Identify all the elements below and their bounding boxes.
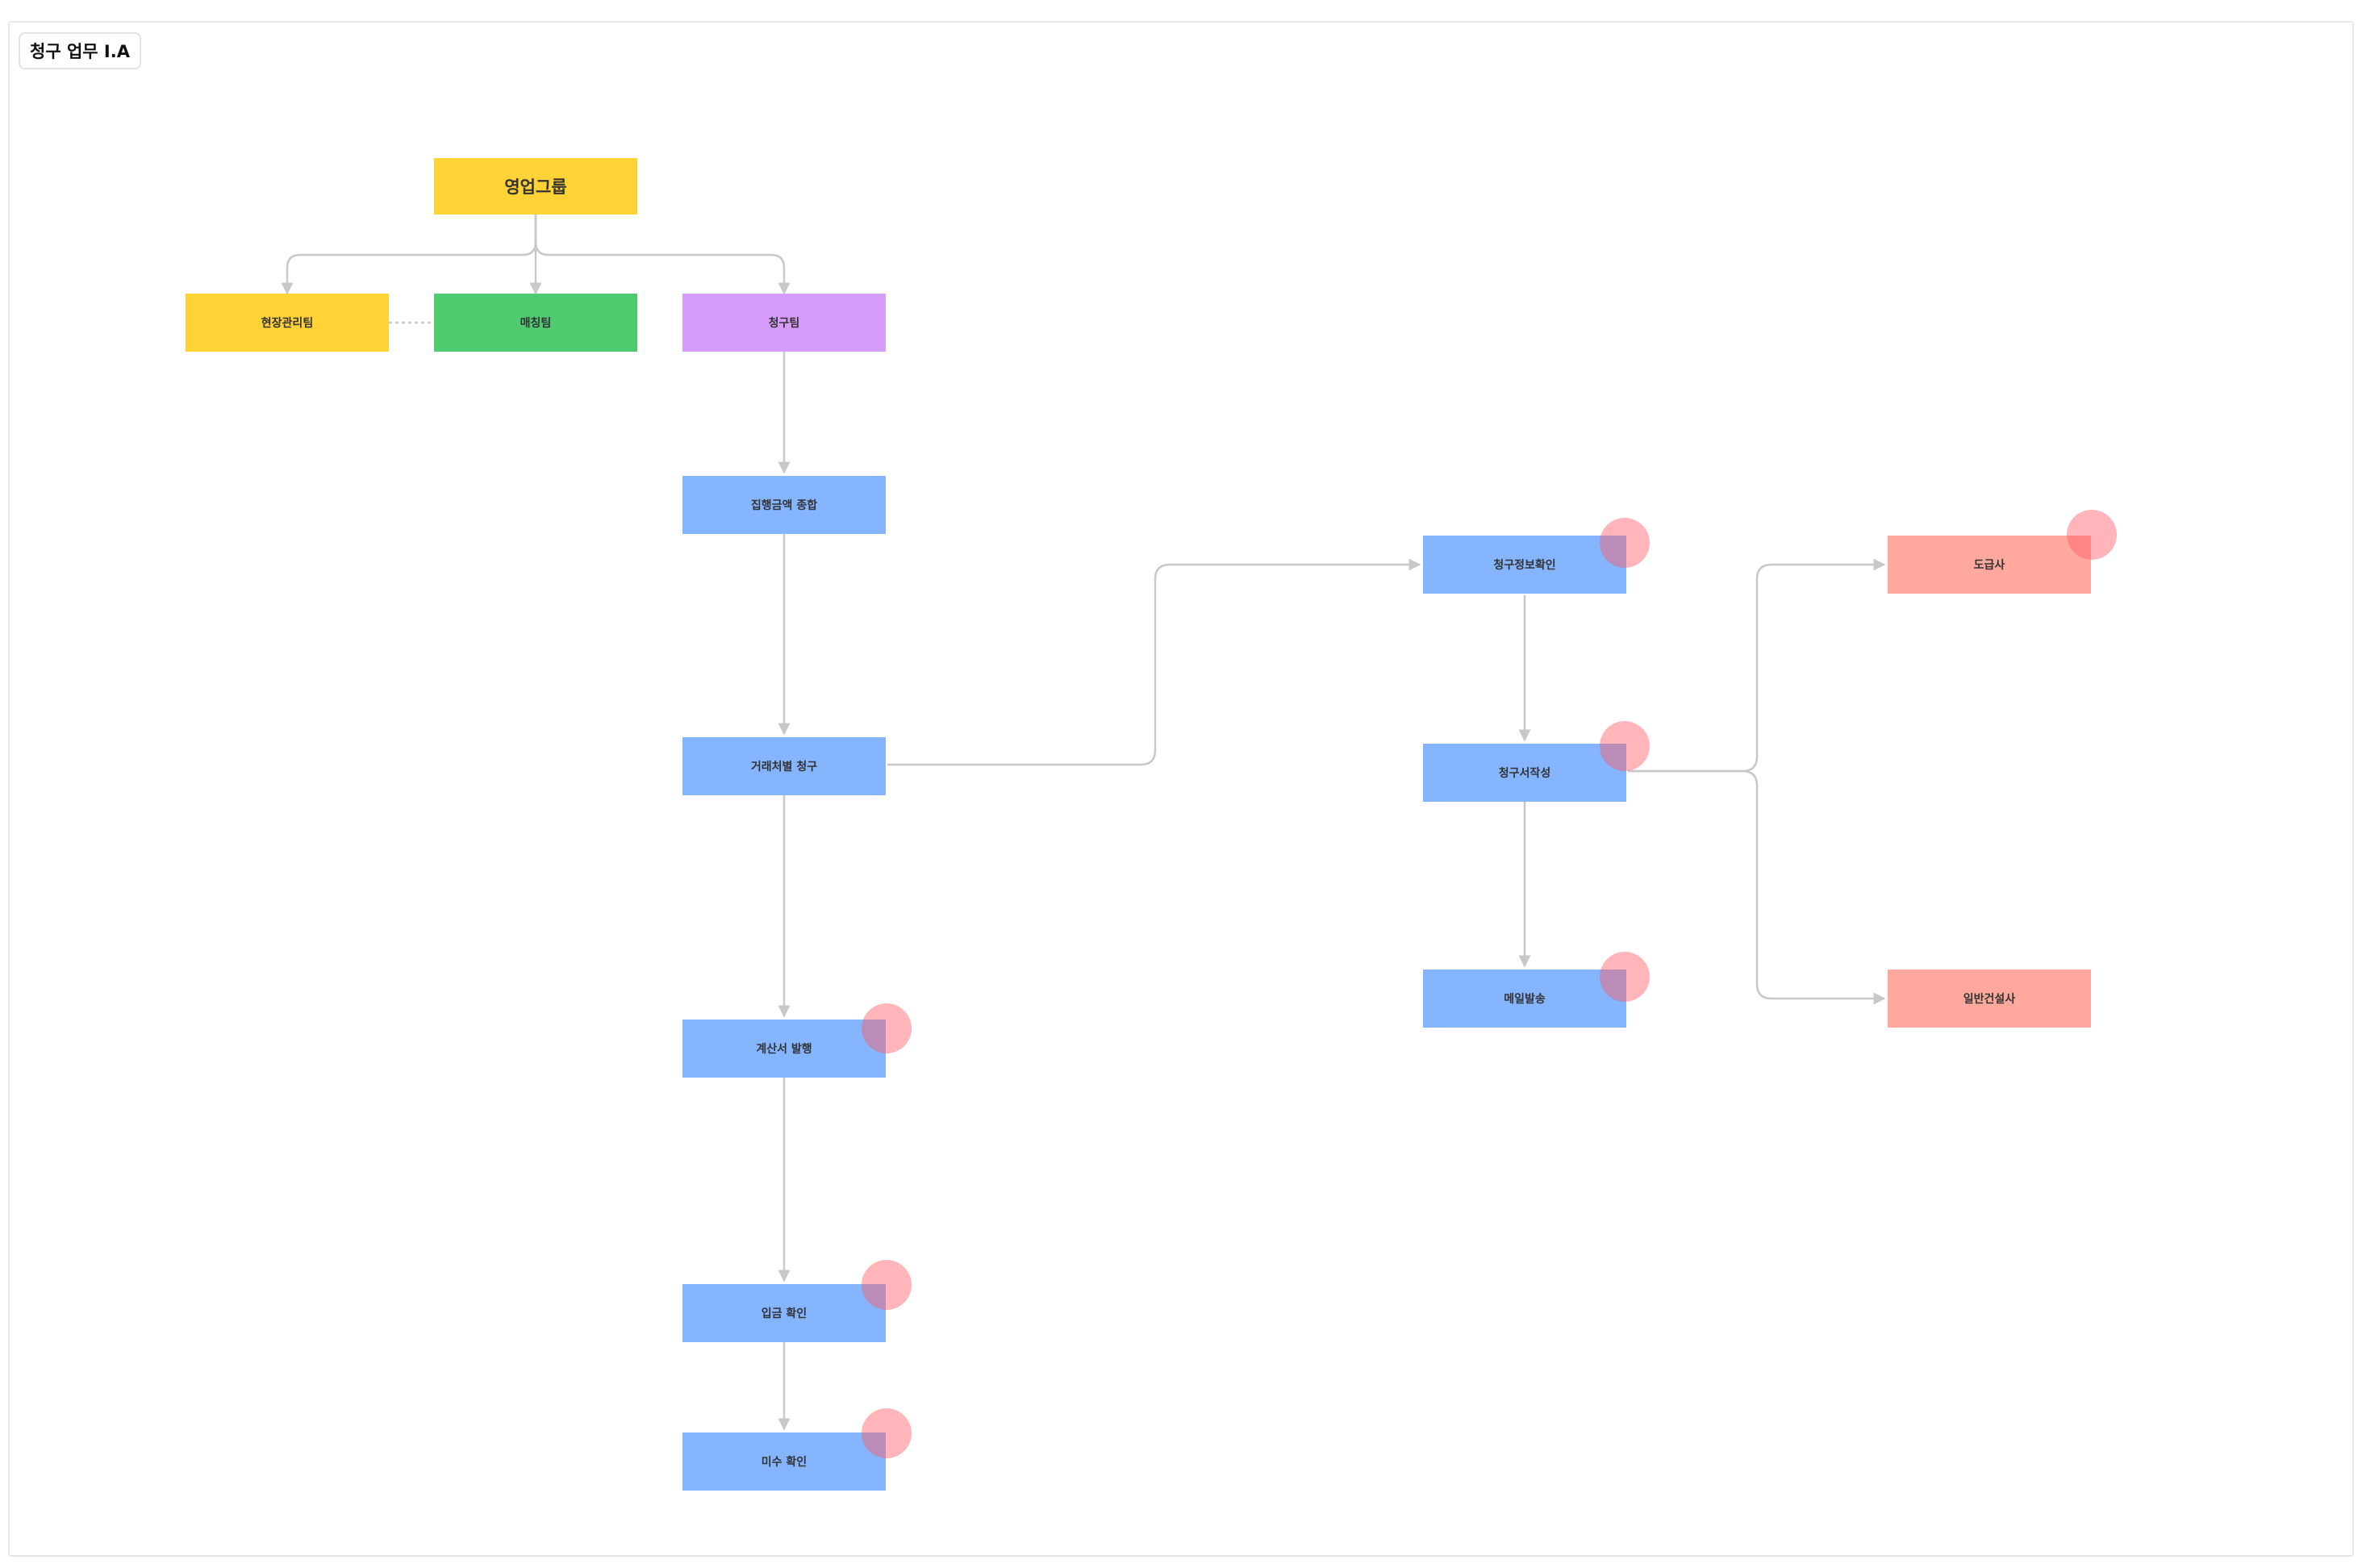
node-billing-team[interactable]: 청구팀 [682,294,886,352]
node-billing-info-check[interactable]: 청구정보확인 [1423,536,1626,594]
node-mail-send[interactable]: 메일발송 [1423,970,1626,1028]
marker-invoice-issue[interactable] [862,1003,912,1053]
marker-mail-send[interactable] [1600,952,1650,1002]
node-general-builder[interactable]: 일반건설사 [1888,970,2091,1028]
board-title[interactable]: 청구 업무 I.A [19,32,141,69]
node-invoice-issue[interactable]: 계산서 발행 [682,1020,886,1078]
node-site-management-team[interactable]: 현장관리팀 [186,294,389,352]
edge-doc-to-general [1628,769,1886,1005]
node-unpaid-check[interactable]: 미수 확인 [682,1432,886,1491]
marker-billing-document-write[interactable] [1600,721,1650,771]
node-billing-by-client[interactable]: 거래처별 청구 [682,737,886,795]
marker-billing-info-check[interactable] [1600,518,1650,568]
node-payment-check[interactable]: 입금 확인 [682,1284,886,1342]
marker-unpaid-check[interactable] [862,1408,912,1458]
marker-payment-check[interactable] [862,1260,912,1310]
marker-subcontractor[interactable] [2067,510,2117,560]
node-subcontractor[interactable]: 도급사 [1888,536,2091,594]
edge-sales-to-billing [534,215,791,295]
canvas-frame [8,21,2354,1557]
edge-sales-to-site [281,215,537,295]
node-billing-document-write[interactable]: 청구서작성 [1423,744,1626,802]
node-execution-sum[interactable]: 집행금액 종합 [682,476,886,534]
node-sales-group[interactable]: 영업그룹 [434,158,637,215]
edge-client-to-info [887,558,1421,766]
edge-doc-to-sub [1628,558,1886,773]
node-matching-team[interactable]: 매칭팀 [434,294,637,352]
